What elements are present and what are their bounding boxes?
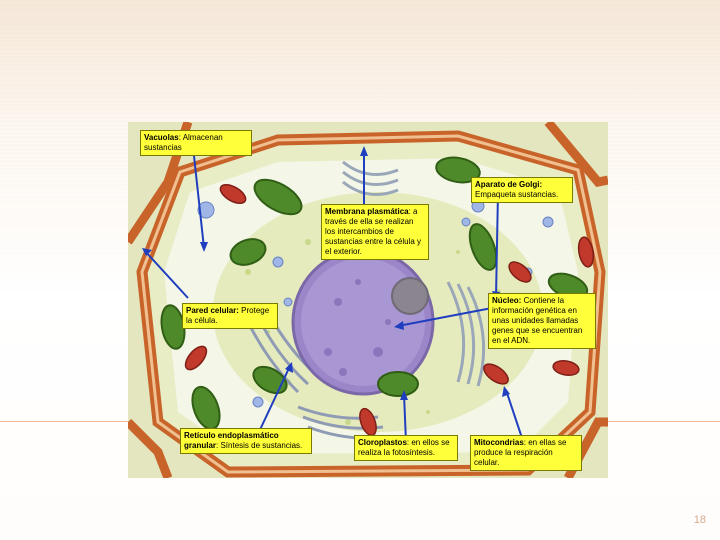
mitochondria — [184, 183, 595, 437]
label-pared-celular: Pared celular: Protege la célula. — [182, 303, 278, 329]
label-membrana-plasmatica: Membrana plasmática: a través de ella se… — [321, 204, 429, 260]
label-mitocondrias: Mitocondrias: en ellas se produce la res… — [470, 435, 582, 471]
label-vacuolas-title: Vacuolas — [144, 133, 179, 142]
label-aparato-de-golgi: Aparato de Golgi: Empaqueta sustancias. — [471, 177, 573, 203]
pointer-arrows — [143, 150, 523, 443]
plant-cell-figure: Vacuolas: Almacenan sustancias Aparato d… — [128, 122, 608, 478]
cell-wall-highlight — [140, 134, 602, 474]
label-nucleo: Núcleo: Contiene la información genética… — [488, 293, 596, 349]
neighbour-cell-wall — [544, 122, 608, 187]
label-cloroplastos-desc: : en ellos se realiza la fotosíntesis. — [358, 438, 450, 457]
slide-number: 18 — [693, 514, 706, 526]
label-membrana-desc: : a través de ella se realizan los inter… — [325, 207, 422, 256]
vesicles — [197, 199, 554, 408]
label-mitocondrias-desc: : en ellas se produce la respiración cel… — [474, 438, 567, 467]
label-golgi-title: Aparato de Golgi: — [475, 180, 543, 189]
label-nucleo-desc: Contiene la información genética en unas… — [492, 296, 583, 345]
nucleoplasm — [301, 258, 425, 386]
slide-header-band — [0, 0, 720, 130]
label-cloroplastos-title: Cloroplastos — [358, 438, 407, 447]
label-mitocondrias-title: Mitocondrias — [474, 438, 524, 447]
label-pared-desc: Protege la célula. — [186, 306, 270, 325]
label-vacuolas: Vacuolas: Almacenan sustancias — [140, 130, 252, 156]
label-pared-title: Pared celular: — [186, 306, 239, 315]
label-vacuolas-desc: : Almacenan sustancias — [144, 133, 223, 152]
chloroplasts — [160, 156, 589, 431]
nucleolus — [391, 277, 429, 315]
label-golgi-desc: Empaqueta sustancias. — [475, 190, 559, 199]
golgi-apparatus — [342, 160, 486, 387]
label-nucleo-title: Núcleo: — [492, 296, 522, 305]
decorative-rule-left — [0, 421, 128, 422]
chromatin — [324, 279, 391, 376]
decorative-rule-right — [608, 421, 720, 422]
label-cloroplastos: Cloroplastos: en ellos se realiza la fot… — [354, 435, 458, 461]
label-reticulo-endoplasmatico: Retículo endoplasmático granular: Síntes… — [180, 428, 312, 454]
cytoplasm-granules — [236, 219, 520, 425]
neighbour-cell-wall — [128, 418, 173, 478]
label-reticulo-title: Retículo endoplasmático granular — [184, 431, 279, 450]
label-reticulo-desc: : Síntesis de sustancias. — [216, 441, 303, 450]
label-membrana-title: Membrana plasmática — [325, 207, 409, 216]
